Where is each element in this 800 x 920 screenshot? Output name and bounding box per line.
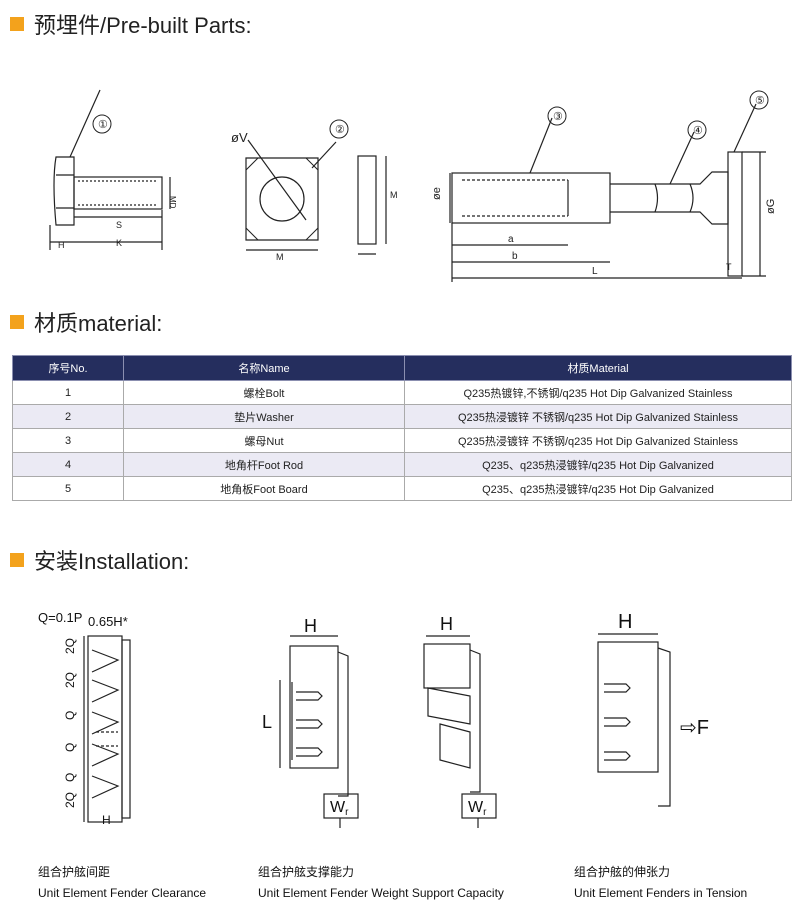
table-row: 4 地角杆Foot Rod Q235、q235热浸镀锌/q235 Hot Dip… (12, 452, 792, 477)
fig2-label-w: Wr (330, 799, 349, 818)
rod-label-b: b (512, 251, 518, 262)
material-table: 序号No. 名称Name 材质Material 1 螺栓Bolt Q235热镀锌… (12, 355, 792, 501)
table-row: 3 螺母Nut Q235热浸镀锌 不锈钢/q235 Hot Dip Galvan… (12, 428, 792, 453)
callout-2: ② (335, 124, 345, 136)
cell-no: 3 (12, 428, 124, 453)
fig1-side-label: Q (63, 773, 77, 782)
caption-clearance: 组合护舷间距 Unit Element Fender Clearance (38, 862, 206, 904)
washer-label-v: øV (231, 130, 248, 145)
bullet-square-icon (10, 17, 24, 31)
bullet-square-icon (10, 315, 24, 329)
fig1-side-label: 2Q (63, 638, 77, 654)
rod-drawing (449, 90, 769, 282)
header-name: 名称Name (123, 355, 405, 381)
cell-no: 1 (12, 380, 124, 405)
callout-5: ⑤ (755, 95, 765, 107)
fig3-label-f: ⇨F (680, 717, 709, 739)
cell-material: Q235热浸镀锌 不锈钢/q235 Hot Dip Galvanized Sta… (404, 404, 792, 429)
table-header-row: 序号No. 名称Name 材质Material (12, 355, 792, 381)
fig3-label-h: H (618, 611, 632, 633)
caption-en: Unit Element Fender Weight Support Capac… (258, 886, 504, 900)
cell-no: 4 (12, 452, 124, 477)
bolt-label-s: S (116, 220, 122, 230)
section-heading-material: 材质material: (10, 306, 162, 338)
cell-name: 垫片Washer (123, 404, 405, 429)
callout-3: ③ (553, 111, 563, 123)
caption-zh: 组合护舷的伸张力 (574, 865, 671, 879)
section-title: 预埋件/Pre-built Parts: (34, 13, 252, 38)
tension-figure (597, 633, 671, 807)
fig1-label-q: Q=0.1P (38, 610, 82, 625)
cell-name: 地角板Foot Board (123, 476, 405, 501)
fig1-side-label: Q (63, 711, 77, 720)
rod-label-l: L (592, 266, 598, 277)
fig2-label-l: L (262, 712, 272, 732)
cell-material: Q235、q235热浸镀锌/q235 Hot Dip Galvanized (404, 476, 792, 501)
caption-en: Unit Element Fenders in Tension (574, 886, 748, 900)
caption-tension: 组合护舷的伸张力 Unit Element Fenders in Tension (574, 862, 747, 904)
header-no: 序号No. (12, 355, 124, 381)
cell-material: Q235、q235热浸镀锌/q235 Hot Dip Galvanized (404, 452, 792, 477)
fig1-side-label: 2Q (63, 792, 77, 808)
section-heading-installation: 安装Installation: (10, 544, 189, 576)
fig2-label-h: H (304, 616, 317, 636)
fig2b-label-w: Wr (468, 799, 487, 818)
rod-label-e: øe (431, 187, 443, 200)
rod-label-a: a (508, 234, 514, 245)
cell-material: Q235热浸镀锌 不锈钢/q235 Hot Dip Galvanized Sta… (404, 428, 792, 453)
table-row: 5 地角板Foot Board Q235、q235热浸镀锌/q235 Hot D… (12, 476, 792, 501)
fig1-label-h: H (102, 813, 111, 827)
cell-no: 2 (12, 404, 124, 429)
callout-4: ④ (693, 125, 703, 137)
installation-drawing: Q=0.1P 0.65H* 2Q 2Q Q Q Q 2Q H H L Wr H … (38, 610, 709, 828)
parts-drawing: ① ② ③ ④ ⑤ H S K MD øV M M øe a b L øG T (49, 89, 777, 282)
fig2b-label-h: H (440, 614, 453, 634)
rod-label-t: T (726, 262, 732, 272)
fig1-side-label: 2Q (63, 672, 77, 688)
section-title: 材质material: (34, 311, 163, 336)
section-heading-parts: 预埋件/Pre-built Parts: (10, 8, 252, 40)
fig1-side-label: Q (63, 743, 77, 752)
clearance-figure (83, 635, 131, 823)
bullet-square-icon (10, 553, 24, 567)
bolt-label-h: H (58, 240, 65, 250)
header-material: 材质Material (404, 355, 792, 381)
washer-drawing (245, 119, 387, 255)
cell-name: 螺栓Bolt (123, 380, 405, 405)
caption-weight-support: 组合护舷支撑能力 Unit Element Fender Weight Supp… (258, 862, 504, 904)
washer-label-m2: M (390, 190, 398, 200)
cell-name: 地角杆Foot Rod (123, 452, 405, 477)
callout-1: ① (98, 119, 108, 131)
cell-material: Q235热镀锌,不锈钢/q235 Hot Dip Galvanized Stai… (404, 380, 792, 405)
table-row: 2 垫片Washer Q235热浸镀锌 不锈钢/q235 Hot Dip Gal… (12, 404, 792, 429)
caption-zh: 组合护舷支撑能力 (258, 865, 355, 879)
cell-no: 5 (12, 476, 124, 501)
caption-zh: 组合护舷间距 (38, 865, 111, 879)
bolt-label-k: K (116, 238, 122, 248)
fig1-label-065h: 0.65H* (88, 614, 128, 629)
rod-label-g: øG (765, 199, 777, 214)
bolt-label-md: MD (168, 196, 177, 209)
washer-label-m: M (276, 252, 284, 262)
caption-en: Unit Element Fender Clearance (38, 886, 207, 900)
section-title: 安装Installation: (34, 549, 190, 574)
weight-support-figure-b (423, 635, 497, 828)
bolt-drawing (49, 89, 171, 250)
cell-name: 螺母Nut (123, 428, 405, 453)
table-row: 1 螺栓Bolt Q235热镀锌,不锈钢/q235 Hot Dip Galvan… (12, 380, 792, 405)
weight-support-figure-a (279, 635, 359, 828)
